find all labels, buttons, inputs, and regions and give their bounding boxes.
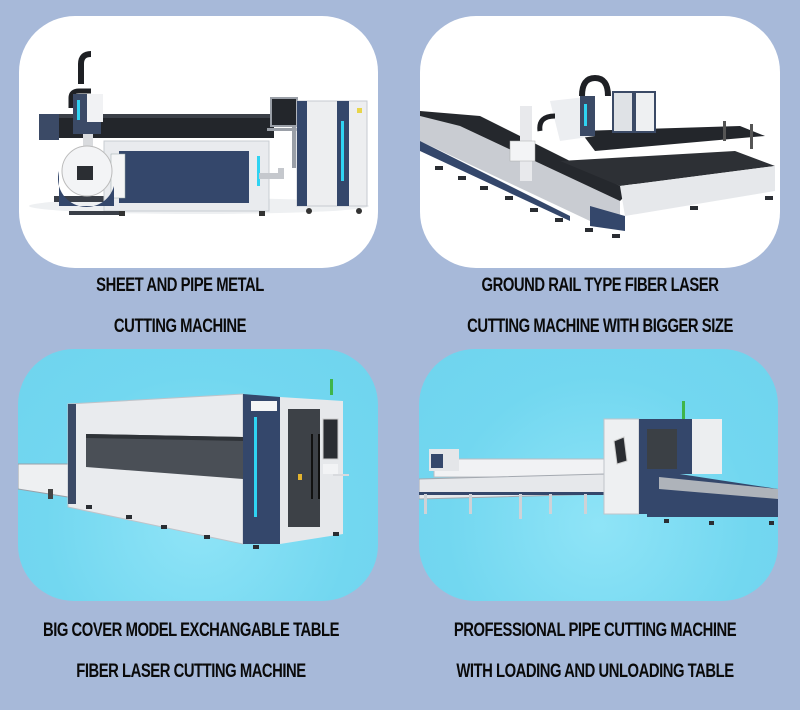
caption-line-2: FIBER LASER CUTTING MACHINE xyxy=(76,661,306,682)
caption-line-1: PROFESSIONAL PIPE CUTTING MACHINE xyxy=(453,620,737,641)
caption-line-1: GROUND RAIL TYPE FIBER LASER xyxy=(481,275,719,296)
pipe-cutting-machine-illustration xyxy=(419,401,778,525)
caption-line-2: WITH LOADING AND UNLOADING TABLE xyxy=(456,661,734,682)
product-caption-sheet-and-pipe: SHEET AND PIPE METAL CUTTING MACHINE xyxy=(8,276,351,336)
caption-line-2: CUTTING MACHINE WITH BIGGER SIZE xyxy=(467,316,733,337)
sheet-and-pipe-machine-illustration xyxy=(29,51,369,216)
product-card-big-cover[interactable] xyxy=(18,349,378,601)
product-card-sheet-and-pipe[interactable] xyxy=(19,16,378,268)
ground-rail-machine-illustration xyxy=(420,74,775,238)
caption-line-1: SHEET AND PIPE METAL xyxy=(96,275,264,296)
product-caption-big-cover: BIG COVER MODEL EXCHANGABLE TABLE FIBER … xyxy=(19,621,362,681)
product-caption-pipe-cutting: PROFESSIONAL PIPE CUTTING MACHINE WITH L… xyxy=(423,621,766,681)
product-caption-ground-rail: GROUND RAIL TYPE FIBER LASER CUTTING MAC… xyxy=(428,276,771,336)
big-cover-machine-illustration xyxy=(18,379,349,549)
product-card-pipe-cutting[interactable] xyxy=(419,349,778,601)
caption-line-1: BIG COVER MODEL EXCHANGABLE TABLE xyxy=(42,620,340,641)
product-card-ground-rail[interactable] xyxy=(420,16,780,268)
caption-line-2: CUTTING MACHINE xyxy=(113,316,247,337)
